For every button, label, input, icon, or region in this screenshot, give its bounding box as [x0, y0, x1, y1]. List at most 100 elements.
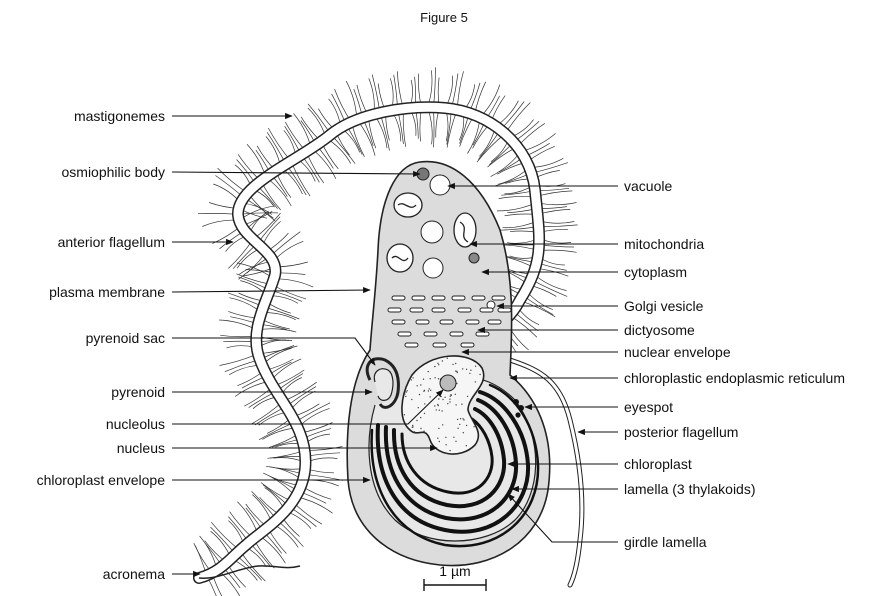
mastigoneme — [211, 522, 240, 550]
chromatin-dot — [407, 390, 408, 391]
chromatin-dot — [404, 414, 405, 415]
cisterna — [492, 296, 505, 300]
cisterna — [405, 343, 418, 347]
chromatin-dot — [424, 390, 425, 391]
chromatin-dot — [425, 432, 426, 433]
cisterna — [461, 343, 474, 347]
label-mastigonemes: mastigonemes — [74, 108, 165, 124]
chromatin-dot — [442, 424, 443, 425]
label-acronema: acronema — [103, 566, 165, 582]
chromatin-dot — [429, 396, 430, 397]
chromatin-dot — [411, 379, 412, 380]
mastigoneme — [263, 473, 296, 497]
mastigoneme — [531, 279, 567, 296]
cisterna — [472, 296, 485, 300]
chromatin-dot — [447, 358, 448, 359]
mastigoneme — [433, 107, 434, 147]
chromatin-dot — [430, 378, 431, 379]
chromatin-dot — [444, 397, 445, 398]
chromatin-dot — [442, 360, 443, 361]
chromatin-dot — [423, 431, 424, 432]
chromatin-dot — [449, 401, 450, 402]
mastigoneme — [295, 403, 330, 422]
chromatin-dot — [414, 431, 415, 432]
chromatin-dot — [447, 403, 448, 404]
vacuole — [423, 258, 443, 278]
cisterna — [432, 296, 445, 300]
label-lamella: lamella (3 thylakoids) — [624, 481, 756, 497]
chromatin-dot — [439, 410, 440, 411]
label-chloroplast-envelope: chloroplast envelope — [37, 472, 166, 488]
label-anterior-flagellum: anterior flagellum — [58, 234, 165, 250]
chromatin-dot — [417, 385, 418, 386]
chromatin-dot — [469, 373, 470, 374]
cisterna — [412, 296, 425, 300]
label-posterior-flagellum: posterior flagellum — [624, 424, 738, 440]
cisterna — [398, 332, 411, 336]
chromatin-dot — [457, 419, 458, 420]
chromatin-dot — [437, 404, 438, 405]
chromatin-dot — [450, 394, 451, 395]
chromatin-dot — [475, 366, 476, 367]
vacuole — [430, 175, 450, 195]
mastigoneme — [274, 279, 313, 287]
cisterna — [432, 308, 445, 312]
cisterna — [452, 296, 465, 300]
label-mitochondria: mitochondria — [624, 236, 704, 252]
chromatin-dot — [445, 444, 446, 445]
chromatin-dot — [455, 404, 456, 405]
cisterna — [440, 320, 453, 324]
chromatin-dot — [412, 377, 413, 378]
chromatin-dot — [430, 390, 431, 391]
chromatin-dot — [411, 399, 412, 400]
vacuole — [421, 221, 443, 243]
chromatin-dot — [406, 391, 407, 392]
chromatin-dot — [442, 399, 443, 400]
chromatin-dot — [459, 424, 460, 425]
chromatin-dot — [424, 403, 425, 404]
cisterna — [392, 320, 405, 324]
chromatin-dot — [412, 426, 413, 427]
chromatin-dot — [466, 369, 467, 370]
mastigoneme — [258, 346, 297, 354]
chromatin-dot — [418, 407, 419, 408]
label-osmiophilic-body: osmiophilic body — [62, 164, 166, 180]
label-pyrenoid-sac: pyrenoid sac — [86, 330, 165, 346]
chromatin-dot — [437, 438, 438, 439]
label-chloroplastic-er: chloroplastic endoplasmic reticulum — [624, 370, 845, 386]
chromatin-dot — [453, 437, 454, 438]
cisterna — [388, 308, 401, 312]
chromatin-dot — [455, 394, 456, 395]
chromatin-dot — [438, 428, 439, 429]
osmiophilic-granule — [469, 253, 479, 263]
chromatin-dot — [441, 410, 442, 411]
label-pyrenoid: pyrenoid — [111, 384, 165, 400]
chromatin-dot — [449, 399, 450, 400]
label-chloroplast: chloroplast — [624, 456, 692, 472]
chromatin-dot — [460, 418, 461, 419]
chromatin-dot — [455, 370, 456, 371]
label-golgi-vesicle: Golgi vesicle — [624, 298, 704, 314]
cisterna — [458, 308, 471, 312]
chromatin-dot — [434, 377, 435, 378]
chromatin-dot — [466, 425, 467, 426]
chromatin-dot — [420, 428, 421, 429]
chromatin-dot — [461, 404, 462, 405]
label-nucleolus: nucleolus — [106, 416, 165, 432]
chromatin-dot — [452, 364, 453, 365]
cisterna — [410, 308, 423, 312]
scale-bar — [424, 579, 486, 591]
chromatin-dot — [439, 441, 440, 442]
chromatin-dot — [449, 450, 450, 451]
chromatin-dot — [428, 390, 429, 391]
label-cytoplasm: cytoplasm — [624, 264, 687, 280]
chromatin-dot — [457, 372, 458, 373]
chromatin-dot — [438, 398, 439, 399]
chromatin-dot — [438, 378, 439, 379]
chromatin-dot — [434, 366, 435, 367]
chromatin-dot — [419, 394, 420, 395]
chromatin-dot — [462, 368, 463, 369]
cisterna — [424, 332, 437, 336]
chromatin-dot — [470, 370, 471, 371]
